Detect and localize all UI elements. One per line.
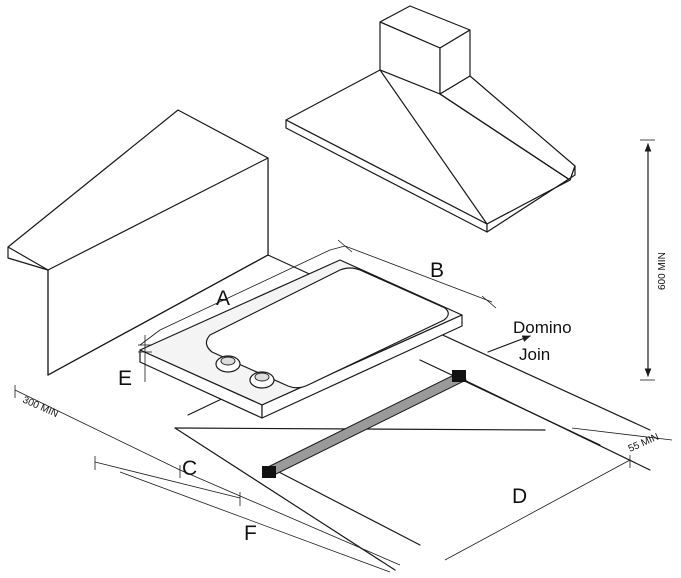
label-a: A [216, 287, 230, 310]
domino-label-line2: Join [519, 345, 550, 364]
join-cap-front [262, 466, 276, 478]
domino-hob [139, 259, 463, 419]
domino-join-strip [262, 370, 467, 478]
dimension-lines [14, 139, 673, 573]
label-f: F [244, 522, 257, 545]
wall-cabinet [7, 109, 269, 376]
label-b: B [430, 259, 444, 282]
cooker-hood [285, 5, 576, 233]
label-e: E [118, 367, 132, 390]
label-d: D [512, 485, 527, 508]
domino-label-line1: Domino [513, 318, 572, 337]
label-300-min: 300 MIN [21, 395, 60, 420]
label-600-min: 600 MIN [657, 252, 668, 290]
join-cap-back [452, 370, 466, 382]
label-c: C [182, 457, 197, 480]
